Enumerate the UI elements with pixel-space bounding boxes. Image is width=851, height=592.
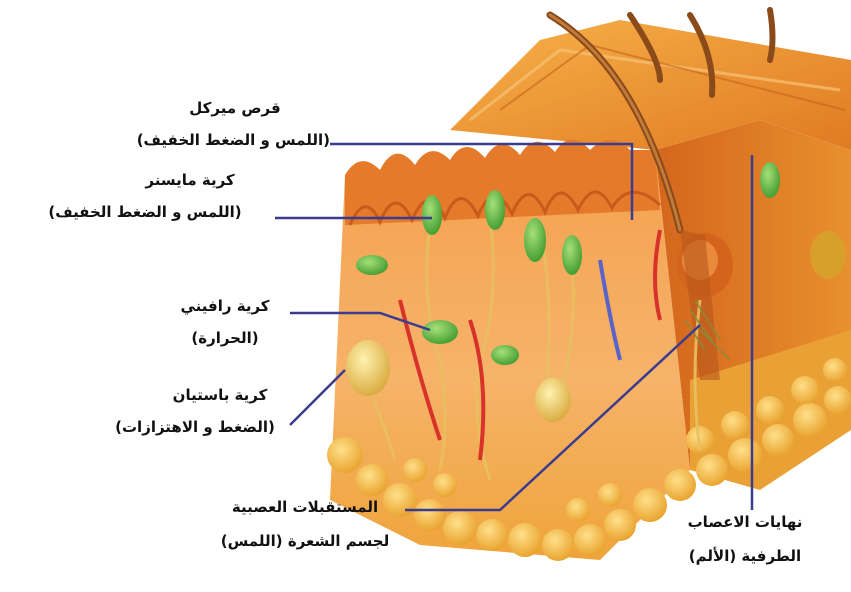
label-meissner-corpuscle: كرية مايسنر (اللمس و الضغط الخفيف): [20, 170, 270, 222]
label-meissner-name: كرية مايسنر: [20, 170, 270, 190]
label-ruffini-name: كرية رافيني: [165, 296, 285, 316]
label-ruffini-corpuscle: كرية رافيني (الحرارة): [165, 296, 285, 348]
label-merkel-function: (اللمس و الضغط الخفيف): [140, 130, 330, 150]
label-meissner-function: (اللمس و الضغط الخفيف): [20, 202, 270, 222]
label-pacinian-corpuscle: كرية باستيان (الضغط و الاهتزازات): [95, 385, 295, 437]
label-merkel-name: قرص ميركل: [140, 98, 330, 118]
label-hair-receptors-name: المستقبلات العصبية: [200, 497, 410, 517]
label-pacinian-function: (الضغط و الاهتزازات): [95, 417, 295, 437]
label-ruffini-function: (الحرارة): [165, 328, 285, 348]
label-free-nerve-endings-name: نهايات الاعصاب: [665, 512, 825, 532]
label-hair-receptors-function: لجسم الشعرة (اللمس): [200, 531, 410, 551]
label-merkel-disc: قرص ميركل (اللمس و الضغط الخفيف): [140, 98, 330, 150]
label-free-nerve-endings-function: الطرفية (الألم): [665, 546, 825, 566]
label-hair-receptors: المستقبلات العصبية لجسم الشعرة (اللمس): [200, 497, 410, 551]
label-pacinian-name: كرية باستيان: [95, 385, 295, 405]
merkel-disc: [356, 255, 388, 275]
label-free-nerve-endings: نهايات الاعصاب الطرفية (الألم): [665, 512, 825, 566]
